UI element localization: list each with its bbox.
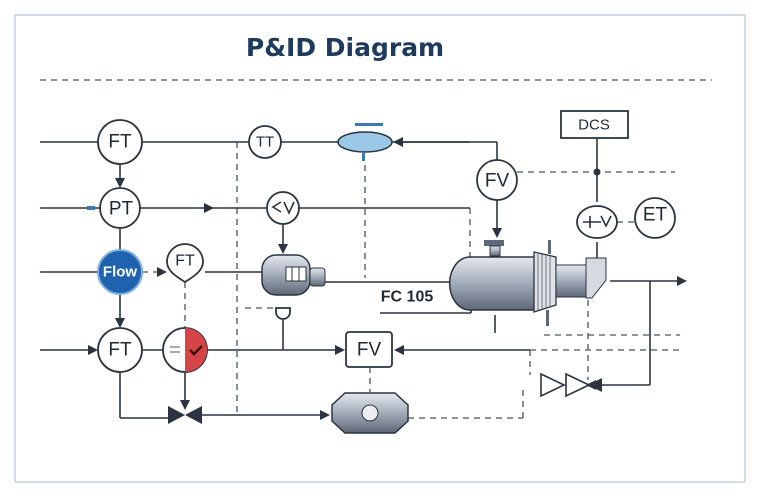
ft-mid-label: FT [175,253,195,270]
pt-instrument[interactable]: PT [87,187,141,229]
page-title: P&ID Diagram [246,33,444,62]
cv-icon [271,201,295,215]
fv-circle-instrument[interactable]: FV [476,159,518,201]
valve-instrument[interactable] [576,205,618,239]
ft-bottom-label: FT [108,340,132,361]
ft-bottom-instrument[interactable]: FT [97,327,143,373]
ft-top-instrument[interactable]: FT [97,119,143,165]
flow-label: Flow [103,264,137,281]
control-valve-instrument[interactable] [266,191,300,225]
fv-box-label: FV [357,340,382,361]
top-tank[interactable] [337,123,393,161]
check-icon [189,345,203,356]
check-valves[interactable] [540,372,602,398]
junction-dot [593,168,601,176]
flow-instrument[interactable]: Flow [97,249,143,295]
fv-box-instrument[interactable]: FV [345,331,393,368]
process-lines [40,137,687,420]
bottom-tank[interactable] [331,392,409,434]
controller-label: FC 105 [381,289,434,306]
vessel[interactable] [448,240,607,326]
dcs-box[interactable]: DCS [560,110,629,139]
ft-top-label: FT [108,132,132,153]
frame [14,14,746,483]
alarm-indicator[interactable] [162,327,208,373]
et-instrument[interactable]: ET [634,197,676,239]
et-label: ET [643,205,668,226]
dcs-label: DCS [578,117,610,134]
pump[interactable] [261,254,326,320]
tt-instrument[interactable]: TT [248,125,282,159]
ft-mid-instrument[interactable]: FT [166,243,204,284]
tt-label: TT [256,134,274,151]
pt-label: PT [109,199,134,220]
gate-valve[interactable] [168,406,202,424]
fv-circle-label: FV [485,171,510,192]
